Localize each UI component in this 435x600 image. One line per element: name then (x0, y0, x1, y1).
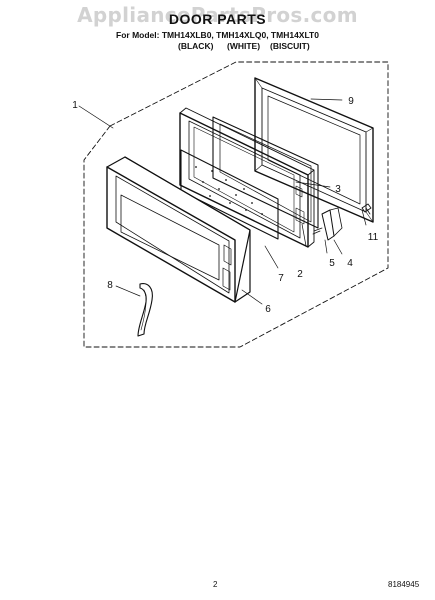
part-11-screw (361, 203, 372, 215)
part-2-inner-door (179, 107, 315, 248)
part-4-5-latch (312, 207, 343, 241)
callout-9: 9 (348, 96, 354, 107)
finish-black: (BLACK) (178, 41, 214, 51)
part-8-handle (137, 283, 153, 337)
assembly-boundary (83, 61, 389, 348)
part-6-outer-door (106, 156, 251, 303)
finish-white: (WHITE) (227, 41, 261, 51)
callout-1: 1 (72, 100, 78, 111)
callout-2: 2 (297, 269, 303, 280)
callout-8: 8 (107, 280, 113, 291)
callout-6: 6 (265, 304, 271, 315)
watermark: AppliancePartsPros.com (77, 3, 358, 27)
callout-11: 11 (368, 232, 379, 243)
callout-5: 5 (329, 258, 335, 269)
leader-lines (78, 98, 367, 305)
part-7-glass-panel (180, 149, 279, 240)
callout-4: 4 (347, 258, 353, 269)
callout-3: 3 (335, 184, 341, 195)
page-title: DOOR PARTS (168, 11, 267, 27)
model-line: For Model: TMH14XLB0, TMH14XLQ0, TMH14XL… (116, 30, 319, 40)
page-number: 2 (213, 580, 218, 589)
part-3-frame (212, 116, 319, 229)
finish-biscuit: (BISCUIT) (270, 41, 310, 51)
callout-7: 7 (278, 273, 284, 284)
document-number: 8184945 (388, 580, 420, 589)
